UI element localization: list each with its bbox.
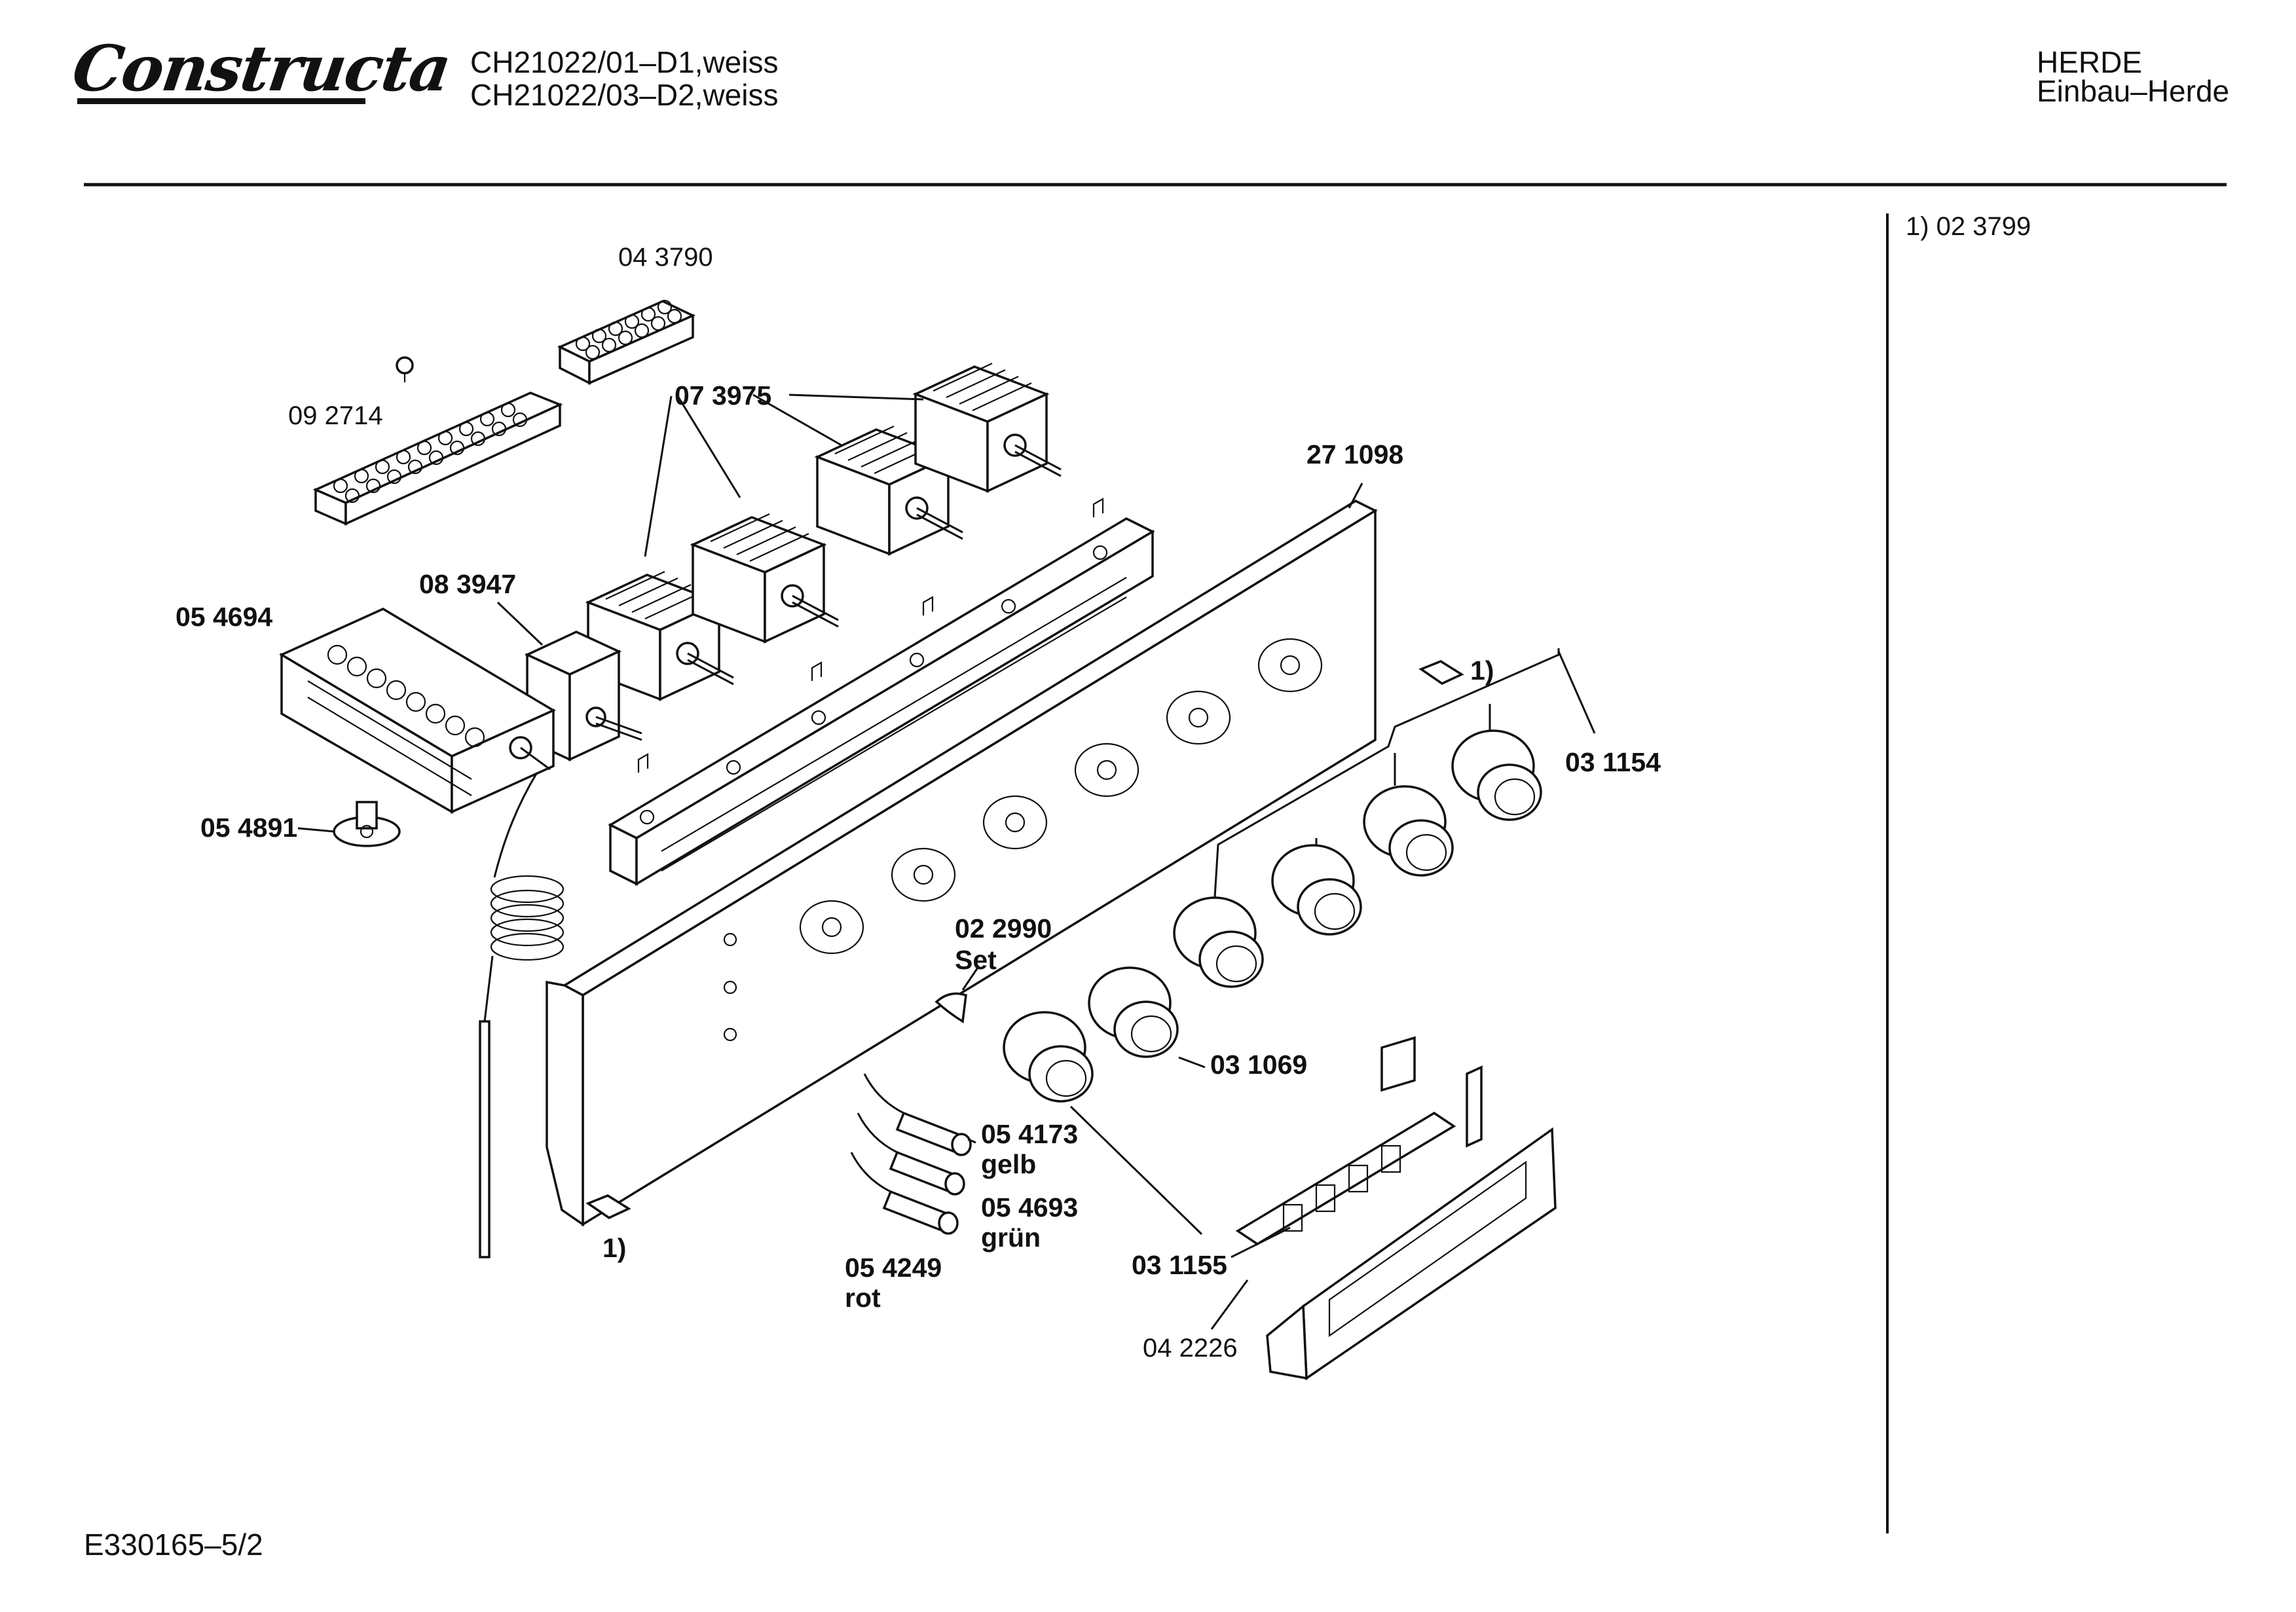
energy-regulator-1 <box>585 571 734 701</box>
part-label-031154: 03 1154 <box>1565 747 1661 777</box>
knob-upper-4 <box>1451 729 1542 821</box>
part-label-031155: 03 1155 <box>1132 1250 1227 1280</box>
lamp-holder-042226 <box>1235 1036 1557 1381</box>
part-label-083947: 08 3947 <box>419 569 516 599</box>
indicator-lamps <box>850 1073 972 1235</box>
model-line-2: CH21022/03–D2,weiss <box>470 78 779 112</box>
part-label-054173: 05 4173 <box>981 1119 1078 1149</box>
switch-mounting-rail <box>608 498 1155 887</box>
thermal-fuse-054891 <box>333 801 401 847</box>
part-label-092714: 09 2714 <box>288 401 383 430</box>
part-label-footnote-lower: 1) <box>602 1233 626 1263</box>
spacer-part-lower <box>585 1194 631 1220</box>
energy-regulator-3 <box>814 426 963 556</box>
energy-regulator-2 <box>690 513 839 644</box>
knob-upper-1 <box>1173 896 1264 988</box>
part-label-054173-color: gelb <box>981 1149 1036 1179</box>
part-label-054693: 05 4693 <box>981 1192 1078 1222</box>
part-label-054249: 05 4249 <box>845 1253 942 1283</box>
spacer-part-upper <box>1418 660 1464 686</box>
energy-regulator-4 <box>912 363 1062 493</box>
knob-upper-3 <box>1363 785 1454 877</box>
part-label-022990-set: Set <box>955 945 997 975</box>
part-label-042226: 04 2226 <box>1143 1334 1238 1363</box>
knob-lower-1 <box>1088 966 1179 1058</box>
selector-switch-054694 <box>279 608 556 815</box>
capillary-sensor <box>479 772 565 1258</box>
switch-083947 <box>524 631 642 761</box>
part-label-054249-color: rot <box>845 1283 881 1313</box>
leader-lines <box>297 394 1363 1330</box>
part-label-022990: 02 2990 <box>955 913 1052 943</box>
category-title: HERDE <box>2037 45 2143 79</box>
footnote-1: 1) 02 3799 <box>1906 212 2031 241</box>
terminal-block-092714 <box>312 356 563 526</box>
part-label-043790: 04 3790 <box>618 243 713 272</box>
control-panel-271098 <box>546 500 1378 1227</box>
subcategory-title: Einbau–Herde <box>2037 74 2230 108</box>
leader-031154 <box>1213 648 1596 898</box>
part-label-031069: 03 1069 <box>1210 1050 1307 1080</box>
part-label-footnote-upper: 1) <box>1470 655 1494 686</box>
document-id: E330165–5/2 <box>84 1528 263 1562</box>
knob-upper-2 <box>1271 844 1362 936</box>
part-label-271098: 27 1098 <box>1306 439 1403 469</box>
model-line-1: CH21022/01–D1,weiss <box>470 45 779 79</box>
part-label-054891: 05 4891 <box>200 813 297 843</box>
part-label-054694: 05 4694 <box>176 602 272 632</box>
terminal-block-043790 <box>557 299 696 385</box>
part-label-073975: 07 3975 <box>675 380 771 411</box>
knob-lower-2 <box>1003 1011 1094 1103</box>
brand-logo-underline <box>77 98 365 104</box>
clip-set-022990 <box>935 992 967 1023</box>
part-label-054693-color: grün <box>981 1222 1041 1253</box>
